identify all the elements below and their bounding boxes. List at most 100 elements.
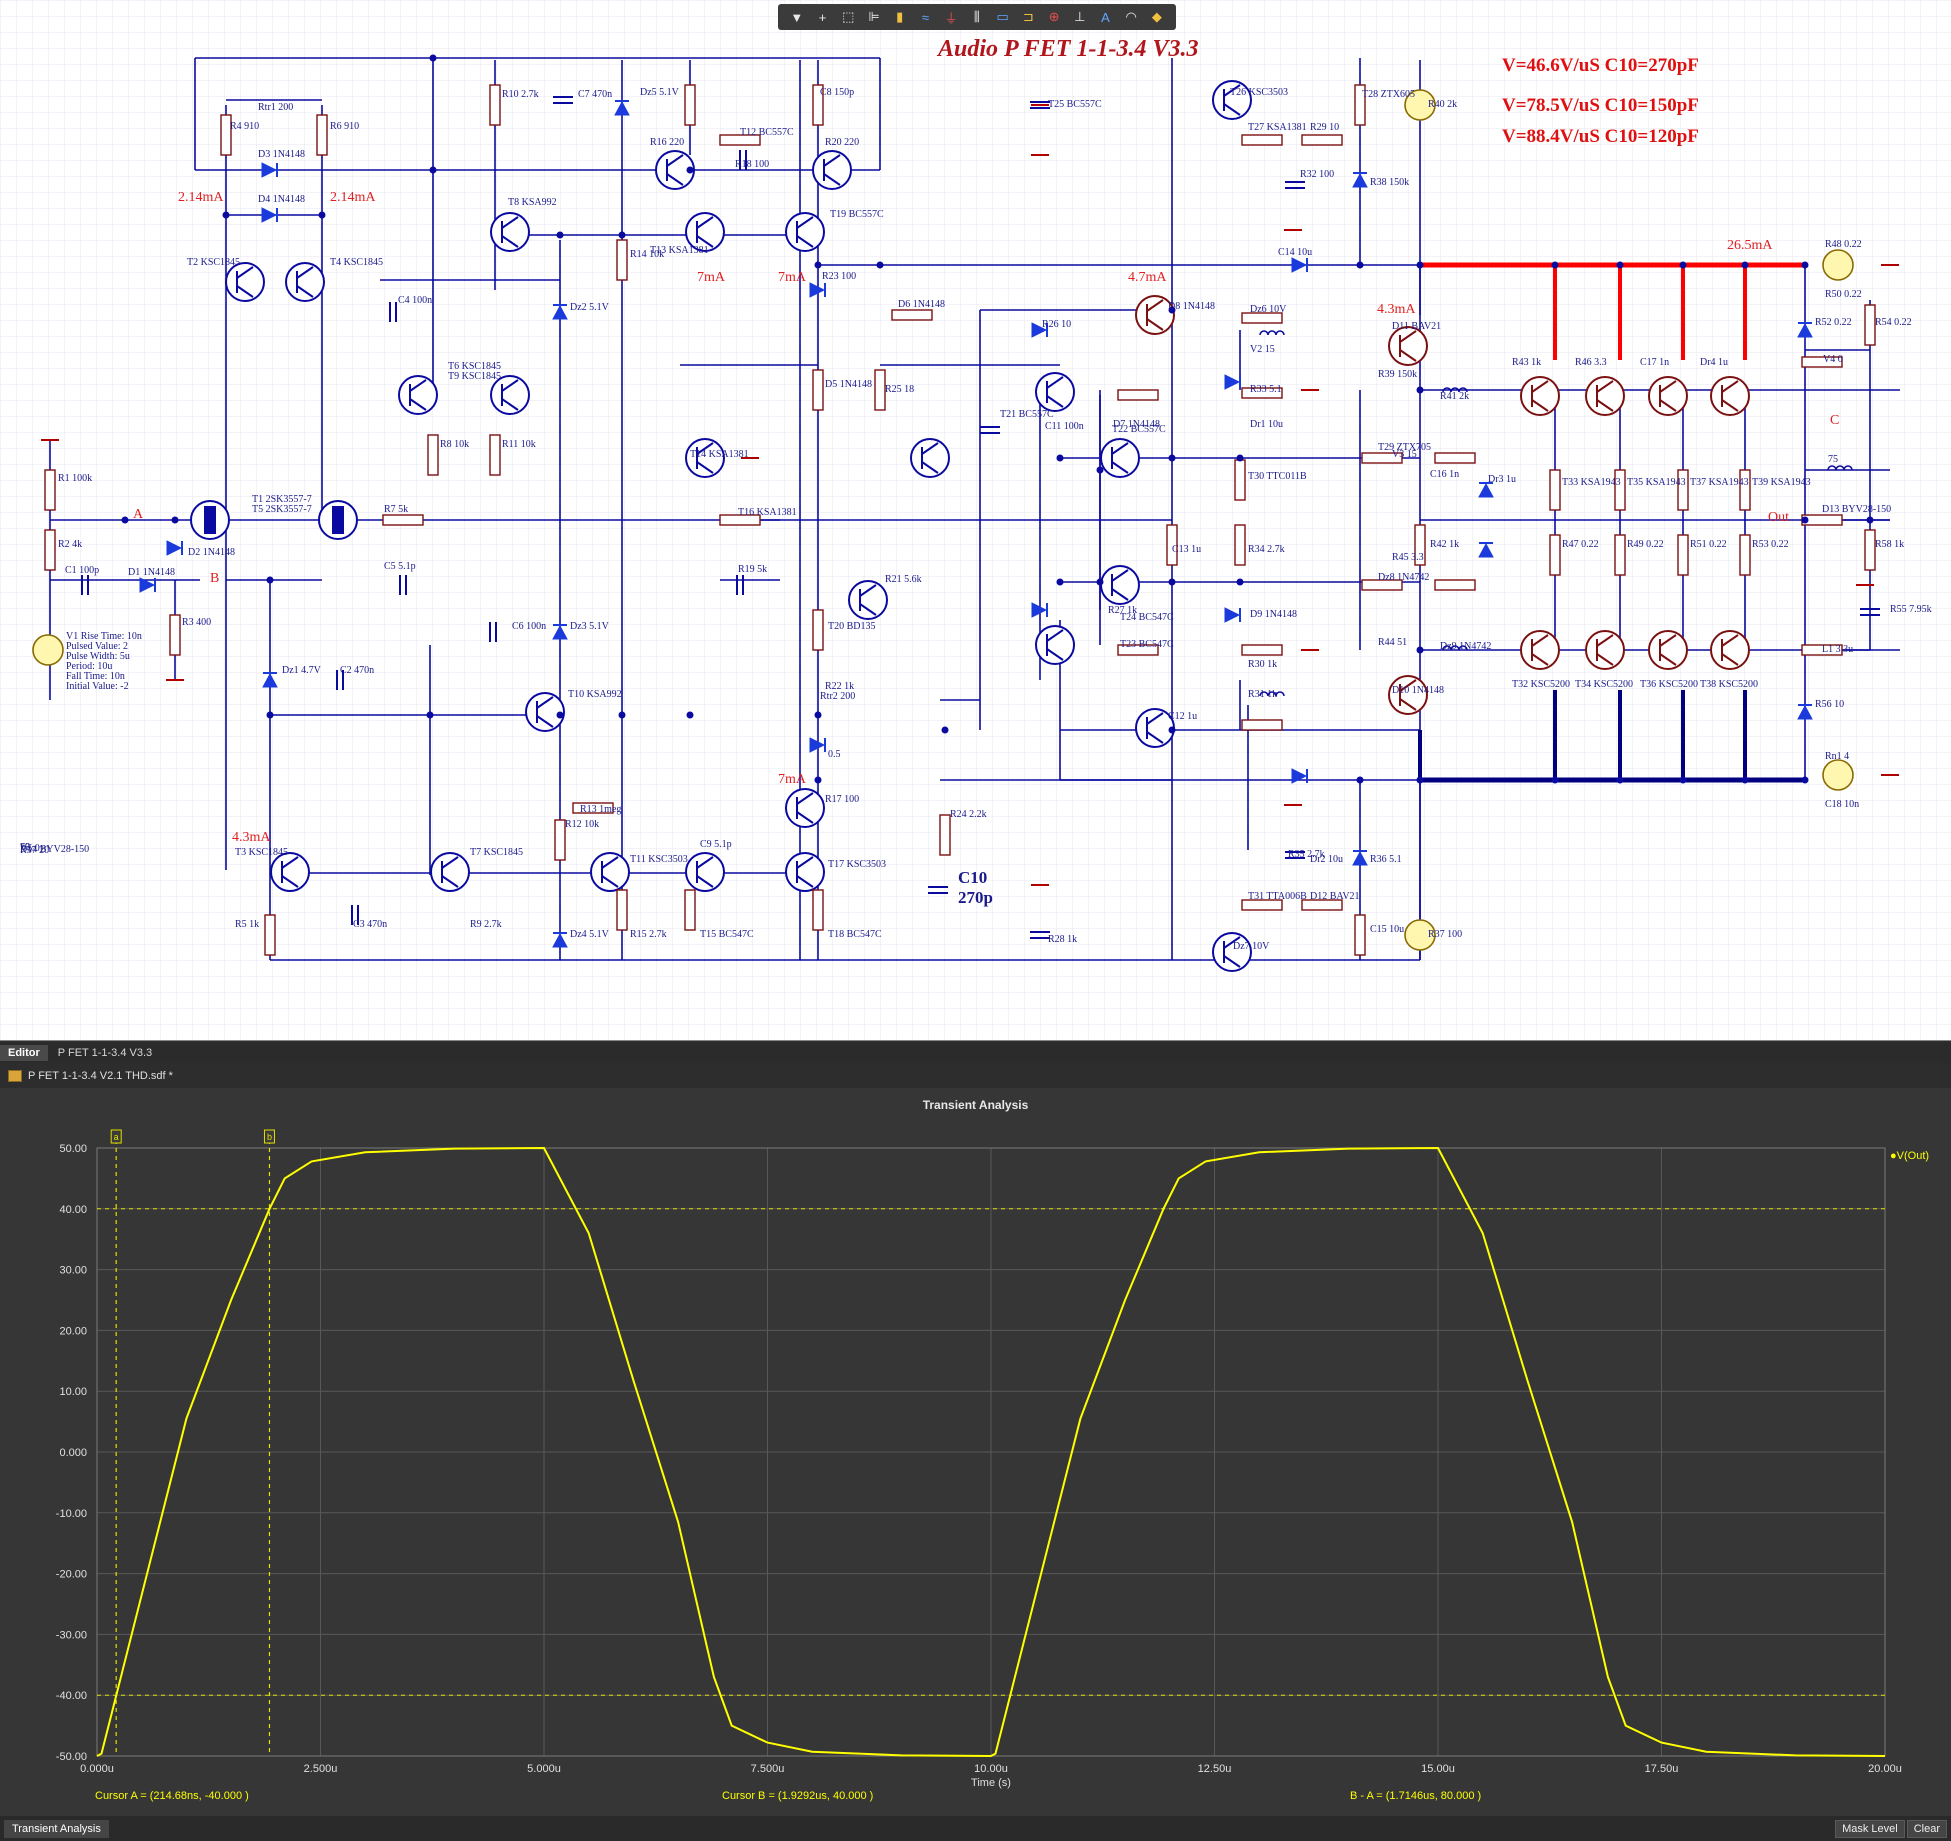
bus-icon[interactable]: ⫼ (973, 9, 980, 24)
net-label: Out (1768, 510, 1789, 525)
c10-label: C10 (958, 868, 988, 887)
port-icon[interactable]: ▭ (996, 9, 1009, 24)
diode-symbol (552, 932, 568, 948)
junction-dot (686, 711, 694, 719)
component-label: R22 1k (825, 681, 855, 692)
resistor-symbol (1801, 644, 1843, 656)
component-label: T1 2SK3557-7 (252, 494, 312, 505)
transistor-symbol (590, 852, 630, 892)
plot-title: Transient Analysis (922, 1098, 1029, 1112)
transistor-symbol (1388, 675, 1428, 715)
junction-dot (1168, 726, 1176, 734)
component-label: C9 5.1p (700, 839, 732, 850)
marker-icon[interactable]: ◆ (1151, 9, 1162, 24)
component-label: R1 100k (58, 473, 93, 484)
component-label: C2 470n (340, 665, 375, 676)
junction-dot (1679, 776, 1687, 784)
schematic-title: Audio P FET 1-1-3.4 V3.3 (938, 36, 1199, 62)
component-label: Fall Time: 10n (66, 671, 125, 682)
resistor-symbol (1614, 534, 1626, 576)
junction-dot (266, 711, 274, 719)
component-label: R33 5.1 (1250, 384, 1282, 395)
component-label: R48 0.22 (1825, 239, 1862, 250)
diode-symbol (614, 100, 630, 116)
net-label-icon[interactable]: ⊐ (1022, 9, 1034, 24)
component-label: R40 2k (1428, 99, 1458, 110)
sim-file-tab[interactable]: P FET 1-1-3.4 V2.1 THD.sdf * (0, 1066, 173, 1086)
component-label: T23 BC547C (1120, 639, 1174, 650)
component-label: R43 1k (1512, 357, 1542, 368)
transistor-symbol (1585, 376, 1625, 416)
transistor-symbol (490, 375, 530, 415)
junction-dot (429, 54, 437, 62)
x-axis-label: Time (s) (971, 1777, 1011, 1789)
align-icon[interactable]: ⊫ (868, 9, 880, 24)
probe-icon[interactable]: ⊕ (1048, 9, 1060, 24)
arc-icon[interactable]: ◠ (1125, 9, 1137, 24)
crosshair-icon[interactable]: + (818, 9, 827, 25)
resistor-symbol (44, 529, 56, 571)
diode-symbol (166, 540, 183, 556)
resistor-symbol (1354, 84, 1366, 126)
resistor-symbol (1241, 134, 1283, 146)
select-rect-icon[interactable]: ⬚ (842, 9, 855, 24)
component-label: R26 10 (1042, 319, 1072, 330)
component-label: T34 KSC5200 (1575, 679, 1634, 690)
tab-document[interactable]: P FET 1-1-3.4 V3.3 (57, 1047, 153, 1059)
component-label: Dr4 1u (1700, 357, 1729, 368)
resistor-symbol (684, 889, 696, 931)
component-label: T9 KSC1845 (448, 371, 502, 382)
inductor-symbol (1275, 691, 1285, 697)
component-label: T33 KSA1943 (1562, 477, 1621, 488)
current-annotation: 4.7mA (1128, 270, 1167, 285)
diode-symbol (552, 624, 568, 640)
component-label: T12 BC557C (740, 127, 794, 138)
resistor-symbol (44, 469, 56, 511)
filter-icon[interactable]: ▼ (790, 9, 804, 25)
tab-transient-analysis[interactable]: Transient Analysis (4, 1819, 109, 1838)
component-label: R45 3.3 (1392, 552, 1424, 563)
junction-dot (1056, 578, 1064, 586)
component-label: D3 1N4148 (258, 149, 305, 160)
clear-button[interactable]: Clear (1906, 1819, 1947, 1838)
junction-dot (1551, 261, 1559, 269)
component-label: C17 1n (1640, 357, 1670, 368)
mask-level-button[interactable]: Mask Level (1835, 1819, 1905, 1838)
junction-dot (556, 231, 564, 239)
ground-icon[interactable]: ⏚ (944, 10, 958, 26)
component-label: V1 Rise Time: 10n (66, 631, 142, 642)
component-label: Initial Value: -2 (66, 681, 129, 692)
component-label: T11 KSC3503 (630, 854, 688, 865)
text-icon[interactable]: A (1101, 9, 1110, 25)
diode-symbol (262, 672, 278, 688)
y-tick-label: 10.00 (59, 1386, 87, 1398)
diode-symbol (1031, 602, 1048, 618)
ground-stubs (41, 104, 1899, 886)
component-label: L1 3.3u (1822, 644, 1854, 655)
plot-legend[interactable]: ●V(Out) (1890, 1150, 1930, 1162)
diode-symbol (1291, 768, 1308, 784)
component-label: T5 2SK3557-7 (252, 504, 312, 515)
component-label: R46 3.3 (1575, 357, 1607, 368)
tab-editor[interactable]: Editor (0, 1045, 48, 1061)
wire-icon[interactable]: ≈ (921, 9, 930, 25)
component-label: T8 KSA992 (508, 197, 557, 208)
x-tick-label: 12.50u (1198, 1763, 1232, 1775)
power-icon[interactable]: ⊥ (1074, 9, 1086, 24)
resistor-symbol (1739, 534, 1751, 576)
component-label: Dz7 10V (1233, 941, 1270, 952)
diode-symbol (1797, 704, 1813, 720)
component-label: C7 470n (578, 89, 613, 100)
current-annotation: 4.3mA (232, 830, 271, 845)
transistor-symbol (785, 788, 825, 828)
junctions (121, 54, 1874, 784)
junction-dot (1801, 776, 1809, 784)
component-icon[interactable]: ▮ (896, 9, 904, 24)
diode-symbol (139, 577, 156, 593)
component-label: C3 470n (353, 919, 388, 930)
junction-dot (618, 711, 626, 719)
transistor-symbol (1212, 932, 1252, 972)
